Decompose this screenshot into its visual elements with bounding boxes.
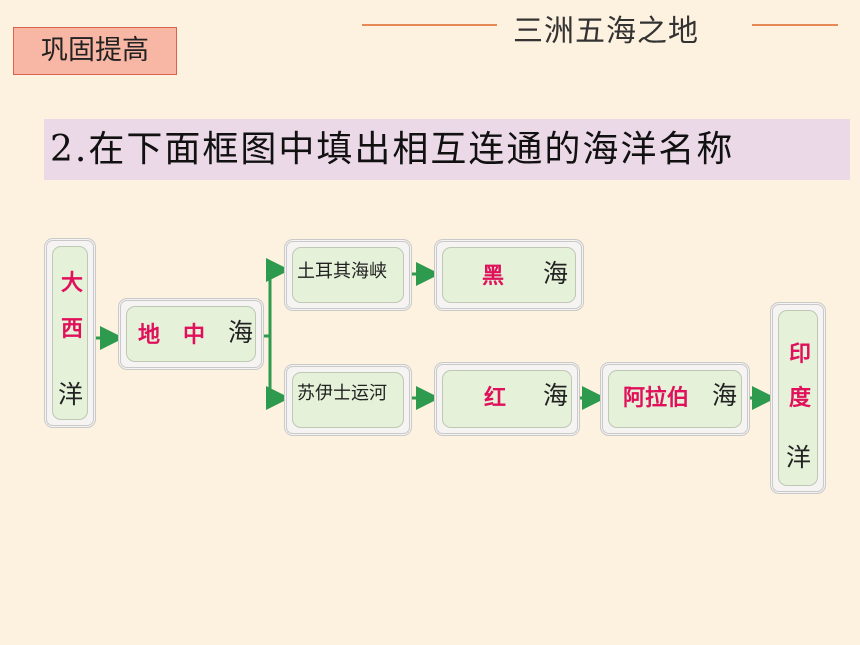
mediterranean-suffix: 海 xyxy=(228,318,254,347)
question-text: 2.在下面框图中填出相互连通的海洋名称 xyxy=(44,119,850,180)
atlantic-char-1: 大 xyxy=(61,271,84,296)
page-title: 三洲五海之地 xyxy=(513,14,699,49)
suez-canal-label: 苏伊士运河 xyxy=(297,383,387,404)
suez-canal-box xyxy=(284,364,412,436)
red-sea-box xyxy=(434,362,580,436)
atlantic-char-3: 洋 xyxy=(58,380,84,409)
indian-ocean-char-1: 印 xyxy=(789,342,812,367)
title-rule-left xyxy=(362,24,497,26)
black-sea-answer: 黑 xyxy=(482,264,505,289)
red-sea-suffix: 海 xyxy=(543,381,569,410)
mediterranean-sea-box xyxy=(118,298,264,370)
mediterranean-answer-2: 中 xyxy=(183,323,206,348)
turkish-straits-box xyxy=(284,239,412,311)
section-tag: 巩固提高 xyxy=(13,27,177,75)
indian-ocean-box xyxy=(770,302,826,494)
black-sea-suffix: 海 xyxy=(543,259,569,288)
atlantic-char-2: 西 xyxy=(61,317,84,342)
mediterranean-answer-1: 地 xyxy=(138,323,161,348)
arabian-sea-answer: 阿拉伯 xyxy=(623,386,690,411)
black-sea-box xyxy=(434,239,584,311)
turkish-straits-label: 土耳其海峡 xyxy=(297,261,387,282)
atlantic-ocean-box xyxy=(44,238,96,428)
red-sea-answer: 红 xyxy=(484,386,507,411)
arabian-sea-suffix: 海 xyxy=(712,381,738,410)
arabian-sea-box xyxy=(600,362,750,436)
title-rule-right xyxy=(752,24,838,26)
indian-ocean-char-2: 度 xyxy=(789,386,812,411)
indian-ocean-char-3: 洋 xyxy=(786,443,812,472)
